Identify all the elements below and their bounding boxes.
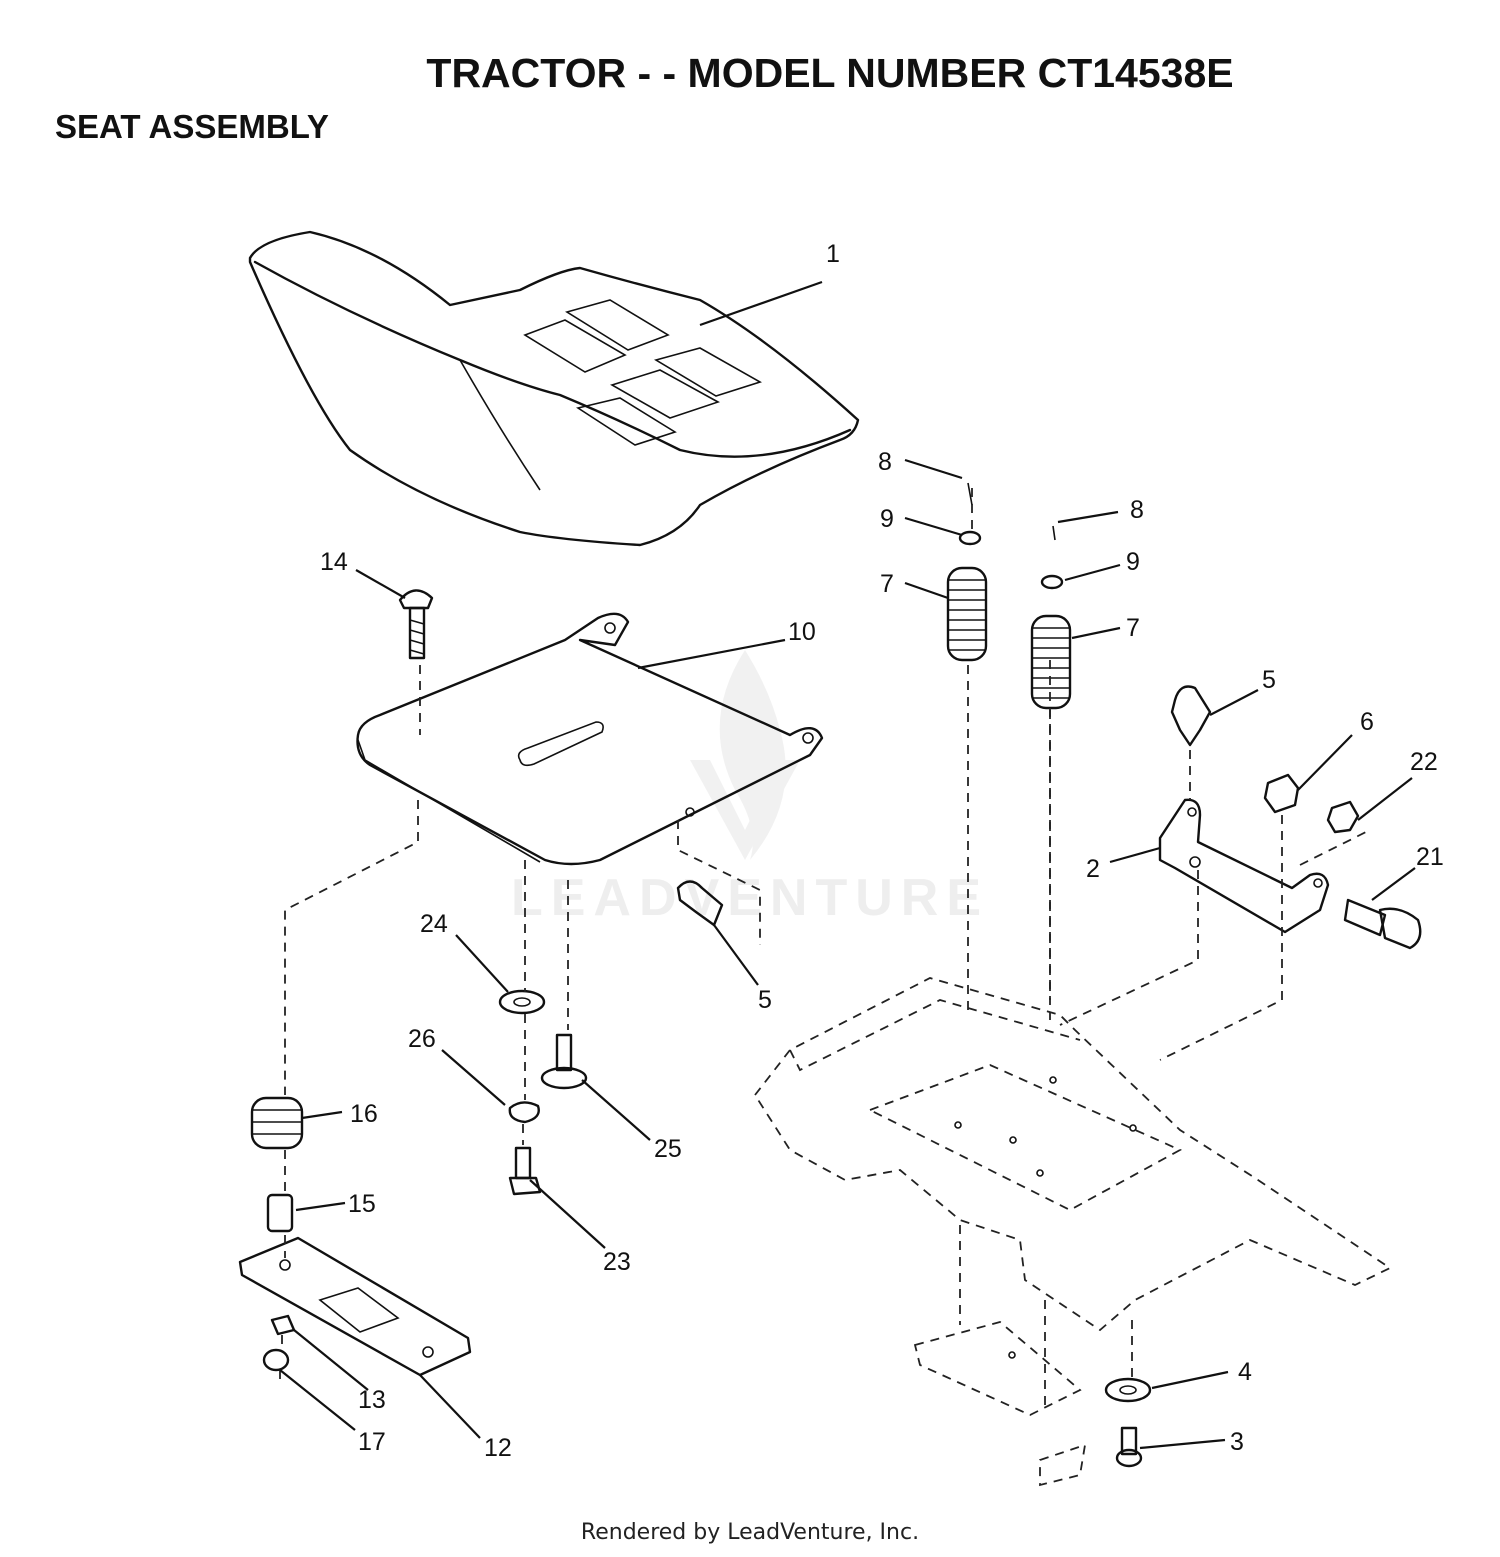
spring-part [250,1096,304,1150]
callout-label: 7 [1126,614,1140,642]
lockwasher-part [508,1101,540,1124]
flange-bolt-part [540,1033,588,1090]
callout-label: 14 [320,548,348,576]
callout-label: 3 [1230,1428,1244,1456]
section-title: SEAT ASSEMBLY [55,108,329,145]
callout-label: 8 [1130,496,1144,524]
callout-label: 9 [1126,548,1140,576]
washer-part [498,989,546,1015]
seat-part [248,230,860,547]
watermark-logo [690,650,800,860]
callout-label: 23 [603,1248,631,1276]
callout-label: 16 [350,1100,378,1128]
callout-label: 21 [1416,843,1444,871]
callout-label: 5 [1262,666,1276,694]
callout-label: 12 [484,1434,512,1462]
clip-part [1170,685,1212,747]
shoulder-bolt-part [1343,898,1422,950]
hex-bolt-part [1115,1426,1143,1468]
seat-pan-part [356,612,824,866]
callout-label: 17 [358,1428,386,1456]
washer-part [1104,1377,1152,1403]
spacer-part [266,1193,294,1233]
callout-label: 1 [826,240,840,268]
tractor-frame-outline [753,977,1392,1487]
pin-part [967,482,973,506]
locknut-part [1263,773,1300,814]
callout-label: 6 [1360,708,1374,736]
spring-part [1030,614,1072,710]
callout-label: 8 [878,448,892,476]
footer-credit: Rendered by LeadVenture, Inc. [580,1520,920,1545]
leader-lines [279,280,1416,1450]
spring-part [946,566,988,662]
part-callouts: 1 2 3 4 5 5 6 7 7 8 8 9 9 10 12 13 14 15… [320,240,1444,1462]
callout-label: 5 [758,986,772,1014]
bracket-part [1158,798,1330,934]
washer-part [1040,574,1064,590]
callout-label: 24 [420,910,448,938]
callout-label: 15 [348,1190,376,1218]
callout-label: 10 [788,618,816,646]
nut-part [1326,800,1360,834]
carriage-bolt-part [398,589,434,660]
callout-label: 13 [358,1386,386,1414]
page-title: TRACTOR - - MODEL NUMBER CT14538E [426,50,1234,96]
pin-part [1052,525,1056,541]
mounting-plate-part [238,1236,472,1377]
callout-label: 2 [1086,855,1100,883]
callout-label: 22 [1410,748,1438,776]
watermark-text: LEADVENTURE [511,869,989,927]
washer-part [958,530,982,546]
callout-label: 9 [880,505,894,533]
callout-label: 25 [654,1135,682,1163]
callout-label: 4 [1238,1358,1252,1386]
assembly-lines [279,488,1371,1385]
callout-label: 26 [408,1025,436,1053]
clip-part [676,880,724,927]
nut-part [270,1314,296,1336]
hex-bolt-part [508,1146,542,1196]
washer-part [262,1348,290,1372]
callout-label: 7 [880,570,894,598]
